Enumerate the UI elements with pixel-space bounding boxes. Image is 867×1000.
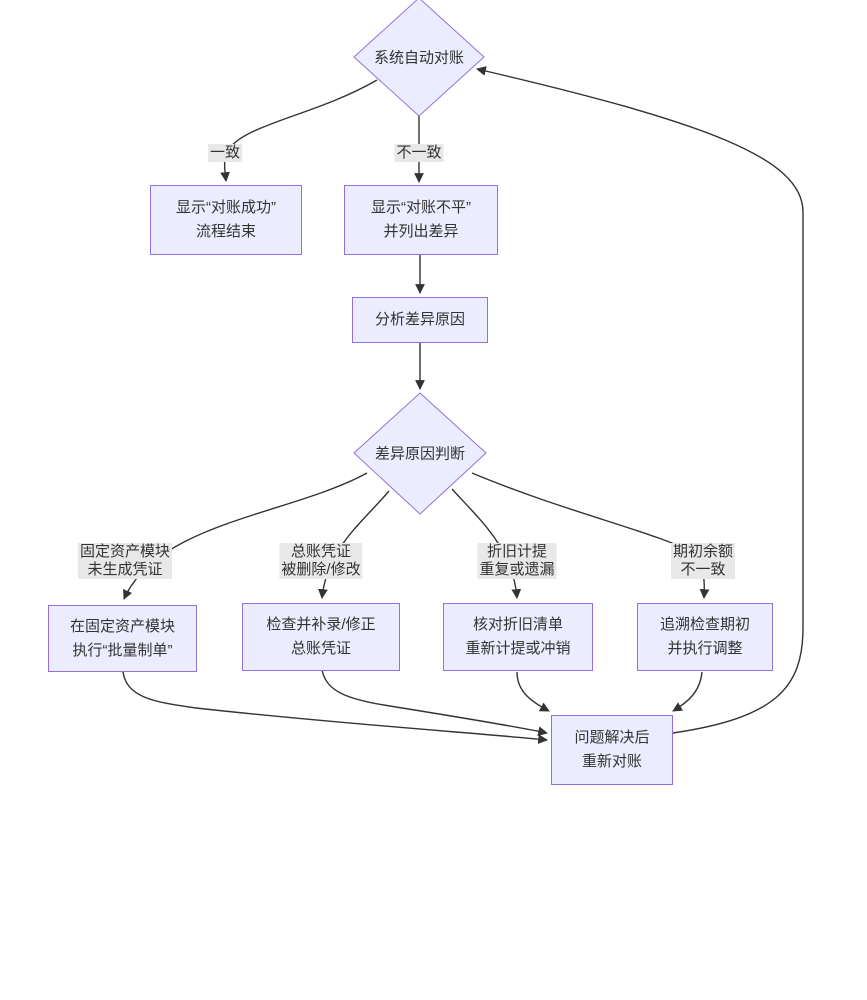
node-opening-adjust-line2: 并执行调整 <box>667 640 743 657</box>
edge-label-mismatch: 不一致 <box>394 144 444 162</box>
edge-label-depr-dup-missing-line2: 重复或遗漏 <box>479 561 555 578</box>
edge-redo-loop-to-auto-reconcile <box>476 66 804 734</box>
edge-judge-to-opening-adjust <box>471 472 710 599</box>
node-redo-reconcile-line1: 问题解决后 <box>574 729 650 746</box>
edge-label-fa-no-voucher: 固定资产模块 未生成凭证 <box>77 543 173 579</box>
node-analyze-label: 分析差异原因 <box>374 311 465 328</box>
edge-gl-fix-to-redo <box>321 669 548 737</box>
node-opening-adjust: 追溯检查期初 并执行调整 <box>637 603 773 671</box>
edge-label-gl-deleted: 总账凭证 被删除/修改 <box>279 543 363 579</box>
edge-match <box>220 79 378 182</box>
node-auto-reconcile-label: 系统自动对账 <box>373 49 465 67</box>
node-analyze: 分析差异原因 <box>352 297 488 343</box>
node-show-success: 显示“对账成功” 流程结束 <box>150 185 302 255</box>
node-show-success-line1: 显示“对账成功” <box>176 199 276 216</box>
edge-label-depr-dup-missing-line1: 折旧计提 <box>486 543 548 560</box>
node-show-unbalanced: 显示“对账不平” 并列出差异 <box>344 185 498 255</box>
edge-judge-to-gl-fix <box>318 490 390 599</box>
node-depr-check-line1: 核对折旧清单 <box>472 616 563 633</box>
node-fa-batch-line1: 在固定资产模块 <box>69 617 175 635</box>
node-depr-check: 核对折旧清单 重新计提或冲销 <box>443 603 593 671</box>
edge-judge-to-fa-batch <box>123 472 368 600</box>
edge-label-opening-mismatch-line1: 期初余额 <box>672 543 734 560</box>
node-redo-reconcile-line2: 重新对账 <box>581 753 642 770</box>
node-judge-label: 差异原因判断 <box>374 445 466 463</box>
node-opening-adjust-line1: 追溯检查期初 <box>659 616 750 633</box>
node-fa-batch: 在固定资产模块 执行“批量制单” <box>48 605 197 672</box>
node-redo-reconcile: 问题解决后 重新对账 <box>551 715 673 785</box>
node-show-success-line2: 流程结束 <box>195 223 256 240</box>
edge-label-gl-deleted-line2: 被删除/修改 <box>281 561 361 578</box>
edge-label-fa-no-voucher-line1: 固定资产模块 <box>79 543 171 560</box>
edge-opening-adjust-to-redo <box>672 671 703 712</box>
node-show-unbalanced-line1: 显示“对账不平” <box>371 199 471 216</box>
node-show-unbalanced-line2: 并列出差异 <box>383 223 459 240</box>
edge-judge-to-depr-check <box>451 488 522 599</box>
node-gl-fix: 检查并补录/修正 总账凭证 <box>242 603 400 671</box>
node-fa-batch-line2: 执行“批量制单” <box>72 641 173 659</box>
edge-depr-check-to-redo <box>516 671 550 712</box>
edge-label-fa-no-voucher-line2: 未生成凭证 <box>87 561 163 578</box>
edge-label-match: 一致 <box>207 144 243 162</box>
edge-label-opening-mismatch: 期初余额 不一致 <box>670 543 736 579</box>
node-gl-fix-line2: 总账凭证 <box>290 640 351 657</box>
diamond-judge <box>353 392 487 515</box>
edge-label-opening-mismatch-line2: 不一致 <box>680 561 726 578</box>
edge-fa-batch-to-redo <box>122 671 548 744</box>
node-depr-check-line2: 重新计提或冲销 <box>465 640 571 657</box>
edge-label-gl-deleted-line1: 总账凭证 <box>290 543 352 560</box>
node-gl-fix-line1: 检查并补录/修正 <box>266 616 376 633</box>
edge-label-depr-dup-missing: 折旧计提 重复或遗漏 <box>477 543 557 579</box>
